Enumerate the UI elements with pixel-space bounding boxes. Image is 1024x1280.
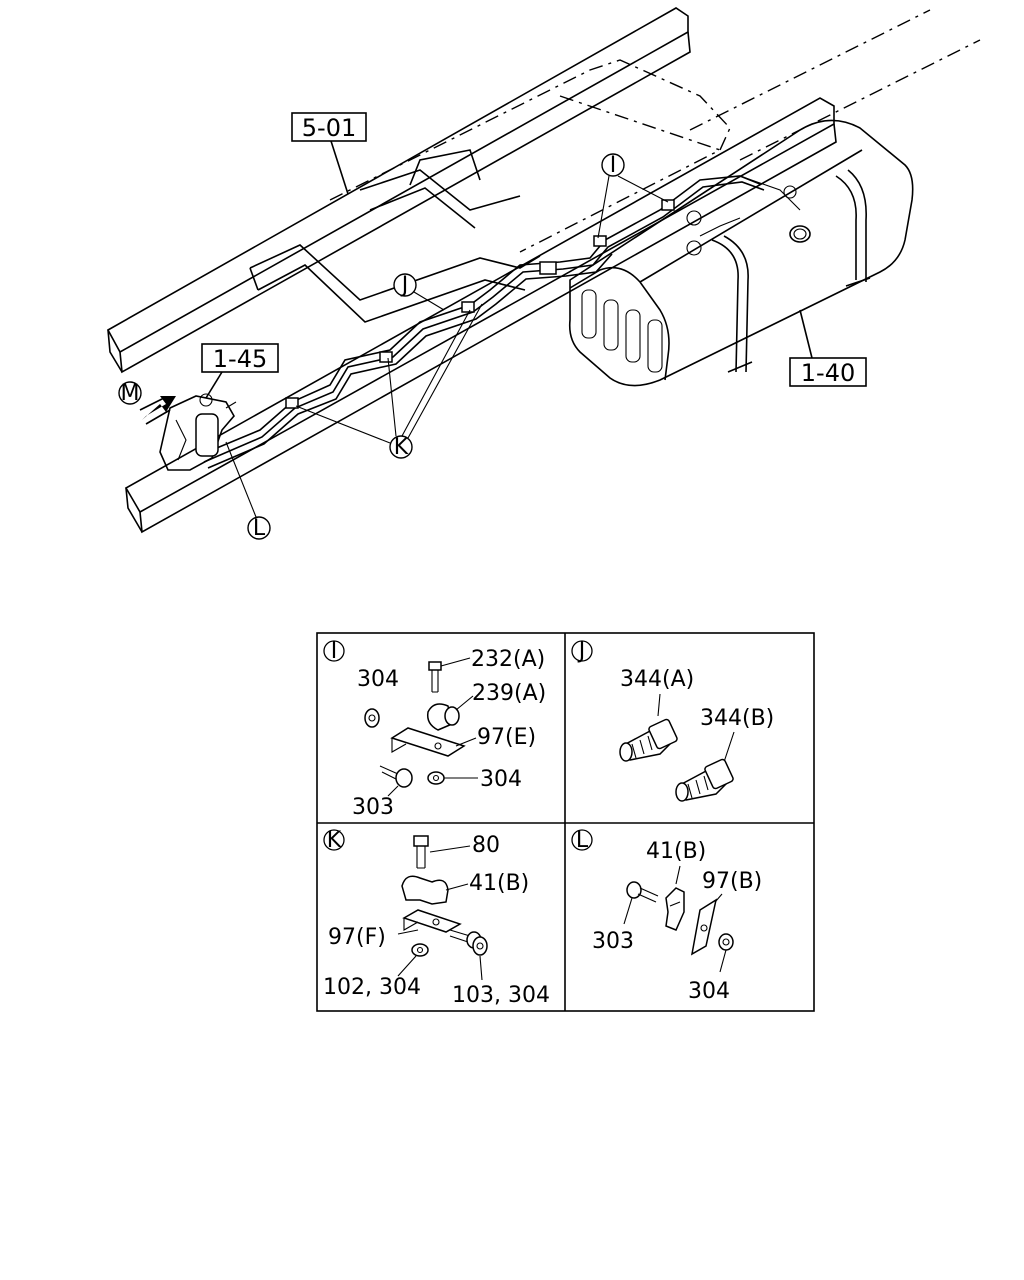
detail-K-label-80: 80: [472, 833, 500, 858]
callout-L-label: L: [253, 516, 266, 541]
detail-panel-K: K 80 41(B) 97(F) 102, 304 103, 304: [323, 828, 550, 1008]
callout-M: M: [118, 381, 142, 406]
ref-box-5-01: 5-01: [291, 112, 367, 195]
detail-L-letter: L: [576, 828, 589, 853]
detail-L-label-41B: 41(B): [646, 839, 706, 864]
ref-box-1-45: 1-45: [201, 343, 279, 399]
callout-I-label: I: [610, 153, 617, 178]
detail-K-letter: K: [327, 828, 342, 853]
detail-I-label-303: 303: [352, 795, 394, 820]
detail-I-label-239A: 239(A): [472, 681, 546, 706]
fitting-344A-icon: [619, 718, 678, 762]
detail-I-label-232A: 232(A): [471, 647, 545, 672]
ref-label-1-40: 1-40: [801, 359, 855, 387]
detail-I-label-304-right: 304: [480, 767, 522, 792]
ref-box-1-40: 1-40: [789, 309, 867, 387]
detail-grid: [316, 632, 815, 1012]
callout-M-label: M: [121, 381, 140, 406]
detail-panel-L: L 41(B) 303 97(B) 304: [571, 828, 762, 1004]
detail-L-label-97B: 97(B): [702, 869, 762, 894]
detail-J-letter: J: [577, 639, 586, 664]
callout-K: K: [295, 303, 483, 460]
callout-I: I: [597, 153, 669, 239]
detail-I-label-304-left: 304: [357, 667, 399, 692]
ref-label-5-01: 5-01: [302, 114, 356, 142]
detail-L-label-303: 303: [592, 929, 634, 954]
detail-K-label-103-304: 103, 304: [452, 983, 550, 1008]
detail-I-letter: I: [331, 639, 338, 664]
detail-panel-I: I 232(A) 304 239(A) 97(E) 303 304: [323, 639, 546, 820]
callout-J-label: J: [400, 273, 409, 298]
detail-panel-J: J 344(A) 344(B): [571, 639, 774, 802]
fitting-344B-icon: [675, 758, 734, 802]
detail-K-label-97F: 97(F): [328, 925, 386, 950]
detail-L-label-304: 304: [688, 979, 730, 1004]
detail-K-label-41B: 41(B): [469, 871, 529, 896]
callout-K-label: K: [394, 435, 409, 460]
detail-I-label-97E: 97(E): [477, 725, 536, 750]
callout-L: L: [225, 441, 271, 541]
detail-K-label-102-304: 102, 304: [323, 975, 421, 1000]
frame-assembly-drawing: [106, 7, 981, 534]
ref-label-1-45: 1-45: [213, 345, 267, 373]
detail-J-label-344A: 344(A): [620, 667, 694, 692]
callout-J: J: [393, 273, 445, 311]
detail-J-label-344B: 344(B): [700, 706, 774, 731]
